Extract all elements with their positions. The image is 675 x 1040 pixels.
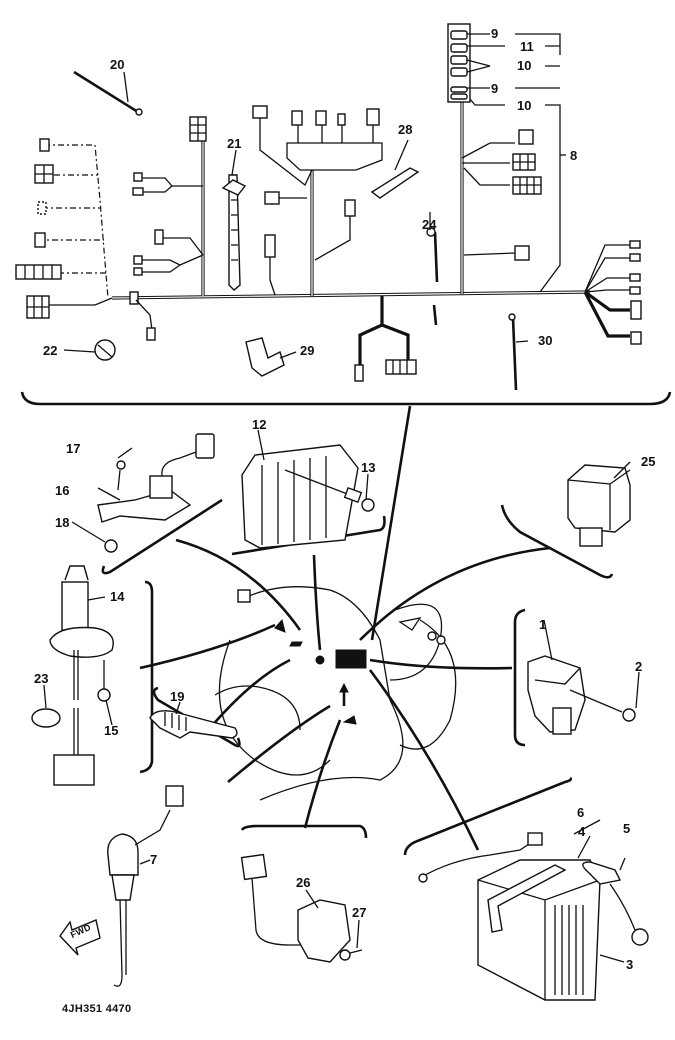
group-brackets <box>101 498 614 856</box>
callout-leaders <box>43 71 640 963</box>
callout-8[interactable]: 8 <box>570 148 578 163</box>
callout-12[interactable]: 12 <box>252 417 267 432</box>
callout-26[interactable]: 26 <box>296 875 311 890</box>
callout-14[interactable]: 14 <box>110 589 125 604</box>
wire-harness-drawing <box>15 23 672 406</box>
callout-22[interactable]: 22 <box>43 343 58 358</box>
callout-28[interactable]: 28 <box>398 122 413 137</box>
callout-27[interactable]: 27 <box>352 905 367 920</box>
callout-29[interactable]: 29 <box>300 343 315 358</box>
callout-19[interactable]: 19 <box>170 689 185 704</box>
callout-15[interactable]: 15 <box>104 723 119 738</box>
callout-11[interactable]: 11 <box>520 39 534 54</box>
callout-18[interactable]: 18 <box>55 515 70 530</box>
callout-30[interactable]: 30 <box>538 333 553 348</box>
callout-1[interactable]: 1 <box>539 617 547 632</box>
callout-23[interactable]: 23 <box>34 671 49 686</box>
callout-24[interactable]: 24 <box>422 217 437 232</box>
callout-9-top[interactable]: 9 <box>491 26 499 41</box>
callout-4[interactable]: 4 <box>578 824 586 839</box>
callout-16[interactable]: 16 <box>55 483 70 498</box>
drawing-code: 4JH351 4470 <box>62 1003 132 1015</box>
callout-6[interactable]: 6 <box>577 805 585 820</box>
callout-20[interactable]: 20 <box>110 57 125 72</box>
callout-13[interactable]: 13 <box>361 460 376 475</box>
callout-3[interactable]: 3 <box>626 957 634 972</box>
callout-10-lower[interactable]: 10 <box>517 98 532 113</box>
components <box>31 433 649 1001</box>
frame-outline <box>214 586 457 801</box>
callout-9-lower[interactable]: 9 <box>491 81 499 96</box>
callout-5[interactable]: 5 <box>623 821 631 836</box>
fwd-arrow-icon <box>59 919 101 956</box>
callout-25[interactable]: 25 <box>641 454 656 469</box>
callout-17[interactable]: 17 <box>66 441 81 456</box>
callout-21[interactable]: 21 <box>227 136 242 151</box>
callout-7[interactable]: 7 <box>150 852 158 867</box>
callout-10-upper[interactable]: 10 <box>517 58 532 73</box>
leader-lines <box>139 405 551 851</box>
callout-2[interactable]: 2 <box>635 659 643 674</box>
